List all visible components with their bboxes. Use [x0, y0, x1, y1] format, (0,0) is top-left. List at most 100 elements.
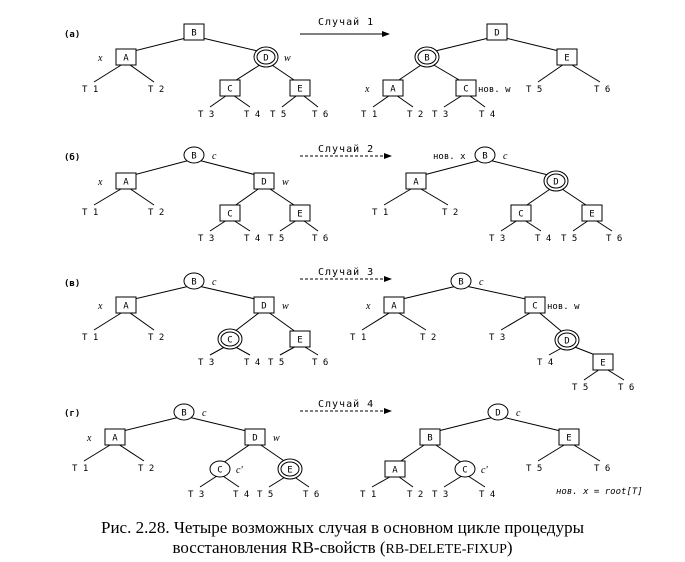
before-edge [183, 415, 256, 434]
node-label: A [123, 54, 129, 64]
node-label: B [181, 409, 186, 419]
black-node-box [253, 172, 275, 190]
node-label: D [261, 302, 266, 312]
before-node-b: B [183, 23, 205, 41]
before-subtree-t1: T 1 [82, 85, 98, 95]
caption-line-2-prefix: восстановления RB-свойств ( [172, 538, 386, 557]
double-circle-inner [417, 49, 437, 65]
node-label: D [261, 178, 266, 188]
black-node-box [219, 79, 241, 97]
node-circle [474, 146, 496, 164]
black-node-box [244, 428, 266, 446]
node-label: C [227, 85, 232, 95]
node-side-label: x [86, 433, 92, 444]
before-subtree-t6: T 6 [312, 234, 328, 244]
before-subtree-t6: T 6 [312, 110, 328, 120]
after-node-c: C [510, 204, 532, 222]
panel-label: (в) [64, 279, 80, 289]
transition-arrowhead [382, 31, 390, 37]
after-subtree-t6: T 6 [594, 464, 610, 474]
before-subtree-t4: T 4 [244, 234, 260, 244]
node-label: C [462, 466, 467, 476]
before-subtree-t2: T 2 [148, 333, 164, 343]
after-node-e: E [581, 204, 603, 222]
node-label: D [564, 337, 569, 347]
before-subtree-t2: T 2 [148, 85, 164, 95]
black-node-box [219, 204, 241, 222]
node-label: A [112, 434, 118, 444]
after-edge [415, 158, 486, 178]
before-subtree-t5: T 5 [268, 358, 284, 368]
case-label: Случай 1 [318, 16, 374, 28]
before-node-e: E [289, 330, 311, 348]
before-edge [193, 35, 267, 54]
node-side-label: w [284, 53, 291, 64]
double-circle-inner [220, 331, 240, 347]
node-label: B [191, 278, 196, 288]
black-node-box [115, 296, 137, 314]
node-label: D [494, 29, 499, 39]
black-node-box [581, 204, 603, 222]
before-subtree-t1: T 1 [72, 464, 88, 474]
caption-line-1: Рис. 2.28. Четыре возможных случая в осн… [101, 518, 584, 537]
after-node-e: E [558, 428, 580, 446]
node-side-label: c' [236, 465, 243, 476]
before-subtree-t6: T 6 [312, 358, 328, 368]
after-edge [484, 158, 557, 178]
node-label: B [458, 278, 463, 288]
node-side-label: нов. w [478, 85, 511, 95]
after-subtree-t6: T 6 [618, 383, 634, 393]
after-subtree-t1: T 1 [372, 208, 388, 218]
after-node-d: D [543, 170, 569, 192]
node-label: B [427, 434, 432, 444]
node-side-label: c' [481, 465, 488, 476]
after-subtree-t2: T 2 [442, 208, 458, 218]
node-label: A [413, 178, 419, 188]
black-node-box [556, 48, 578, 66]
before-subtree-t1: T 1 [82, 208, 98, 218]
black-node-box [183, 23, 205, 41]
before-subtree-t2: T 2 [148, 208, 164, 218]
after-node-b: B [419, 428, 441, 446]
after-subtree-t1: T 1 [350, 333, 366, 343]
before-subtree-t5: T 5 [257, 490, 273, 500]
node-side-label: c [212, 151, 217, 162]
transition-arrowhead [384, 408, 392, 414]
before-node-e: E [289, 79, 311, 97]
node-label: D [495, 409, 500, 419]
node-side-label: x [365, 301, 371, 312]
before-node-a: Ax [97, 172, 137, 190]
before-subtree-t3: T 3 [198, 110, 214, 120]
black-node-box [382, 79, 404, 97]
caption-procedure-name: RB-DELETE-FIXUP [385, 542, 507, 557]
node-label: E [566, 434, 571, 444]
node-side-label: нов. w [547, 302, 580, 312]
double-circle-inner [557, 332, 577, 348]
after-subtree-t4: T 4 [537, 358, 553, 368]
caption-line-2-suffix: ) [506, 538, 513, 557]
before-subtree-t3: T 3 [198, 234, 214, 244]
new-root-note: нов. x = root[T] [556, 487, 643, 497]
after-subtree-t6: T 6 [594, 85, 610, 95]
black-node-box [289, 330, 311, 348]
case-label: Случай 2 [318, 143, 374, 155]
node-side-label: c [202, 408, 207, 419]
node-label: B [191, 29, 196, 39]
node-side-label: c [516, 408, 521, 419]
after-subtree-t3: T 3 [489, 234, 505, 244]
double-circle-inner [546, 173, 566, 189]
node-label: C [532, 302, 537, 312]
after-edge [393, 284, 462, 302]
